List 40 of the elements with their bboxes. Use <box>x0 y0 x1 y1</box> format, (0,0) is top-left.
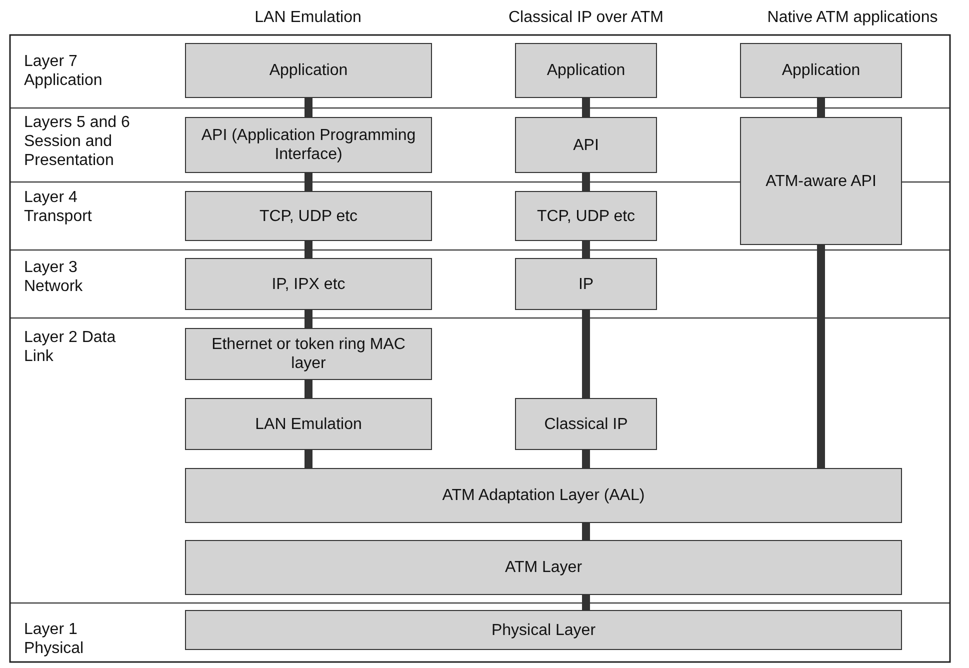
connector-bar <box>582 523 590 540</box>
layer-label: Layers 5 and 6 Session and Presentation <box>24 113 131 170</box>
connector-bar <box>582 450 590 468</box>
layer-label: Layer 4 Transport <box>24 188 93 226</box>
protocol-box: Ethernet or token ring MAC layer <box>185 328 432 380</box>
protocol-box: TCP, UDP etc <box>515 191 657 241</box>
protocol-box: Application <box>185 43 432 98</box>
protocol-box: TCP, UDP etc <box>185 191 432 241</box>
protocol-box: Physical Layer <box>185 610 902 650</box>
connector-bar <box>304 241 312 258</box>
protocol-box: ATM Adaptation Layer (AAL) <box>185 468 902 523</box>
connector-bar <box>582 241 590 258</box>
column-heading: Native ATM applications <box>766 8 939 27</box>
column-heading: LAN Emulation <box>254 8 362 27</box>
connector-bar <box>304 173 312 191</box>
connector-bar <box>817 245 825 468</box>
protocol-box: IP, IPX etc <box>185 258 432 310</box>
connector-bar <box>817 98 825 117</box>
layer-label: Layer 3 Network <box>24 258 84 296</box>
column-heading: Classical IP over ATM <box>507 8 664 27</box>
protocol-box: LAN Emulation <box>185 398 432 450</box>
protocol-box: Classical IP <box>515 398 657 450</box>
protocol-box: API <box>515 117 657 173</box>
layer-label: Layer 1 Physical <box>24 620 85 658</box>
protocol-box: API (Application Programming Interface) <box>185 117 432 173</box>
connector-bar <box>582 595 590 610</box>
connector-bar <box>304 310 312 328</box>
protocol-box: IP <box>515 258 657 310</box>
protocol-box: ATM Layer <box>185 540 902 595</box>
connector-bar <box>304 450 312 468</box>
protocol-box: ATM-aware API <box>740 117 902 245</box>
connector-bar <box>582 173 590 191</box>
connector-bar <box>582 98 590 117</box>
protocol-box: Application <box>740 43 902 98</box>
layer-label: Layer 7 Application <box>24 52 104 90</box>
connector-bar <box>304 98 312 117</box>
connector-bar <box>582 310 590 398</box>
protocol-box: Application <box>515 43 657 98</box>
layer-label: Layer 2 Data Link <box>24 328 117 366</box>
connector-bar <box>304 380 312 398</box>
